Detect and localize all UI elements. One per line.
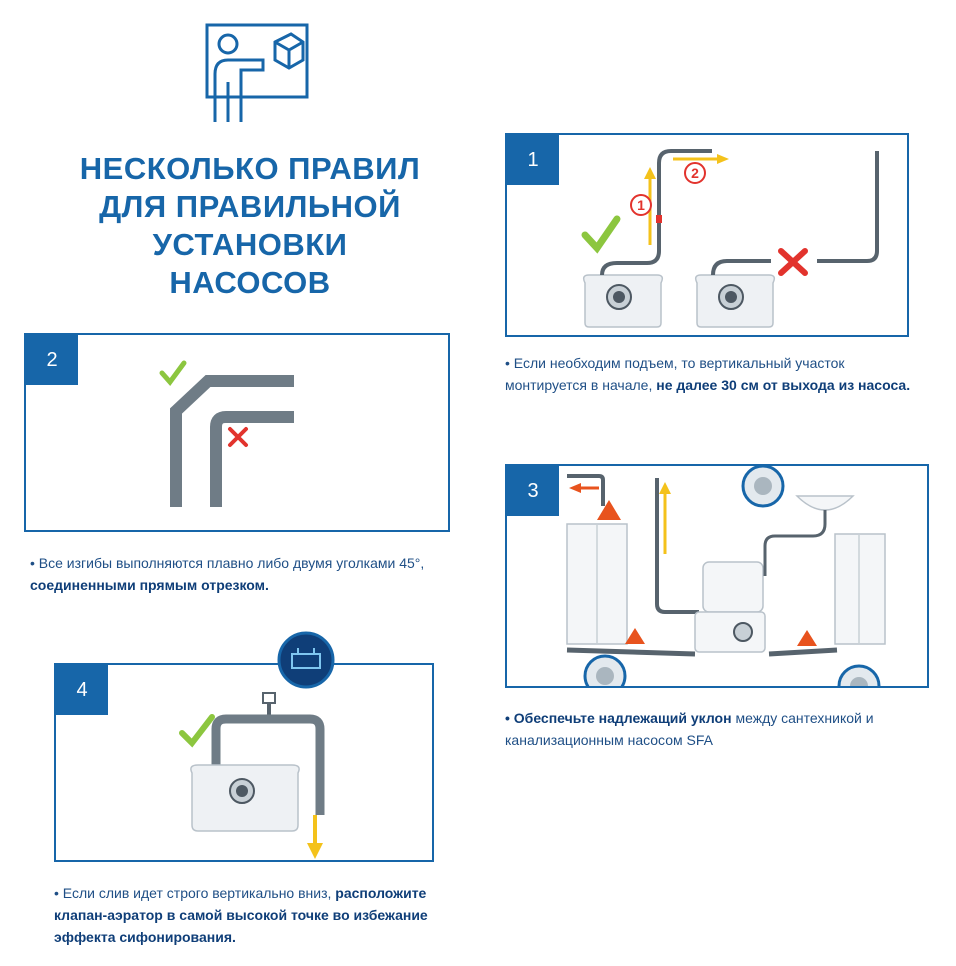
zoom-circle	[741, 466, 785, 508]
panel-4: 4	[54, 663, 434, 862]
panel-number: 1	[507, 135, 559, 185]
warning-icon	[797, 630, 817, 646]
presenter-board-icon	[203, 22, 313, 124]
panel-1: 1 1 2	[505, 133, 909, 337]
warning-icon	[597, 500, 621, 520]
check-icon	[581, 215, 621, 254]
zoom-circle	[583, 654, 627, 686]
caption-bold: не далее 30 см от выхода из насоса.	[656, 377, 911, 393]
caption-text: • Все изгибы выполняются плавно либо дву…	[30, 555, 425, 571]
title-line: УСТАНОВКИ	[152, 227, 348, 262]
panel-number: 4	[56, 665, 108, 715]
panel-3: 3	[505, 464, 929, 688]
title-line: НЕСКОЛЬКО ПРАВИЛ	[79, 151, 421, 186]
pump-good	[582, 274, 664, 328]
step-1-label: 1	[637, 197, 645, 213]
caption-3: • Обеспечьте надлежащий уклон между сант…	[505, 707, 935, 751]
zoom-circle	[837, 664, 881, 686]
panel-4-illustration	[179, 692, 325, 859]
check-icon	[179, 714, 215, 748]
caption-text: • Если необходим подъем, то вертикальный…	[505, 355, 845, 393]
caption-bold: расположите клапан-аэратор в самой высок…	[54, 885, 428, 945]
cross-icon	[778, 248, 808, 276]
caption-4: • Если слив идет строго вертикально вниз…	[54, 882, 454, 948]
warning-icon	[625, 628, 645, 644]
caption-2: • Все изгибы выполняются плавно либо дву…	[30, 552, 450, 596]
panel-2: 2	[24, 333, 450, 532]
title-line: НАСОСОВ	[169, 265, 331, 300]
page-title: НЕСКОЛЬКО ПРАВИЛ ДЛЯ ПРАВИЛЬНОЙ УСТАНОВК…	[40, 150, 460, 302]
title-line: ДЛЯ ПРАВИЛЬНОЙ	[99, 189, 401, 224]
cross-icon	[228, 427, 248, 447]
pump	[190, 764, 300, 832]
caption-text: между сантехникой и канализационным насо…	[505, 710, 874, 748]
pump-bad	[694, 274, 776, 328]
caption-bold: соединенными прямым отрезком.	[30, 577, 269, 593]
panel-number: 3	[507, 466, 559, 516]
step-2-label: 2	[691, 165, 699, 181]
panel-number: 2	[26, 335, 78, 385]
aerator-zoom-circle	[276, 630, 336, 690]
caption-1: • Если необходим подъем, то вертикальный…	[505, 352, 925, 396]
caption-text: • Если слив идет строго вертикально вниз…	[54, 885, 336, 901]
caption-bold: • Обеспечьте надлежащий уклон	[505, 710, 732, 726]
panel-3-illustration	[566, 466, 886, 686]
panel-2-illustration	[159, 360, 294, 507]
panel-1-illustration: 1 2	[581, 149, 879, 328]
check-icon	[159, 360, 187, 386]
